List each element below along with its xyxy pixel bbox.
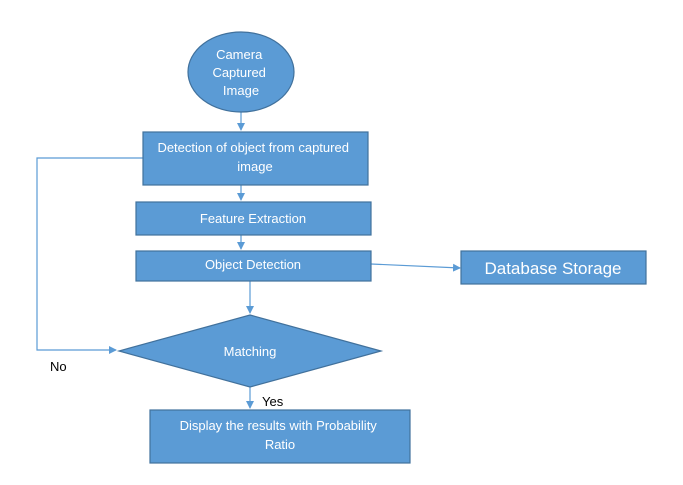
feature-extraction-label: Feature Extraction — [200, 211, 306, 226]
node-feature-extraction: Feature Extraction — [135, 201, 372, 236]
edge-label-no: No — [50, 359, 67, 374]
arrow-no-loop-to-matching — [36, 157, 143, 354]
edge-label-yes: Yes — [262, 394, 284, 409]
feature-extraction-box-shape — [135, 201, 372, 236]
display-results-label: Display the results with Probability Rat… — [180, 418, 381, 452]
node-database-storage: Database Storage — [460, 250, 647, 285]
database-storage-box-shape — [460, 250, 647, 285]
connectors — [36, 111, 461, 409]
object-detection-label: Object Detection — [205, 257, 301, 272]
node-matching: Matching — [116, 314, 384, 388]
node-camera-captured-image: Camera Captured Image — [187, 31, 295, 113]
matching-label: Matching — [224, 344, 277, 359]
object-detection-box-shape — [135, 250, 372, 282]
database-storage-label: Database Storage — [484, 259, 621, 278]
camera-circle-shape — [187, 31, 295, 113]
detection-label: Detection of object from captured image — [157, 140, 352, 174]
camera-label: Camera Captured Image — [212, 47, 269, 98]
arrow-object-detection-to-database — [370, 263, 461, 272]
detection-box-shape — [142, 131, 369, 186]
node-detection-of-object: Detection of object from captured image — [142, 131, 369, 186]
matching-diamond-shape — [116, 314, 384, 388]
display-results-box-shape — [149, 409, 411, 464]
node-object-detection: Object Detection — [135, 250, 372, 282]
node-display-results: Display the results with Probability Rat… — [149, 409, 411, 464]
